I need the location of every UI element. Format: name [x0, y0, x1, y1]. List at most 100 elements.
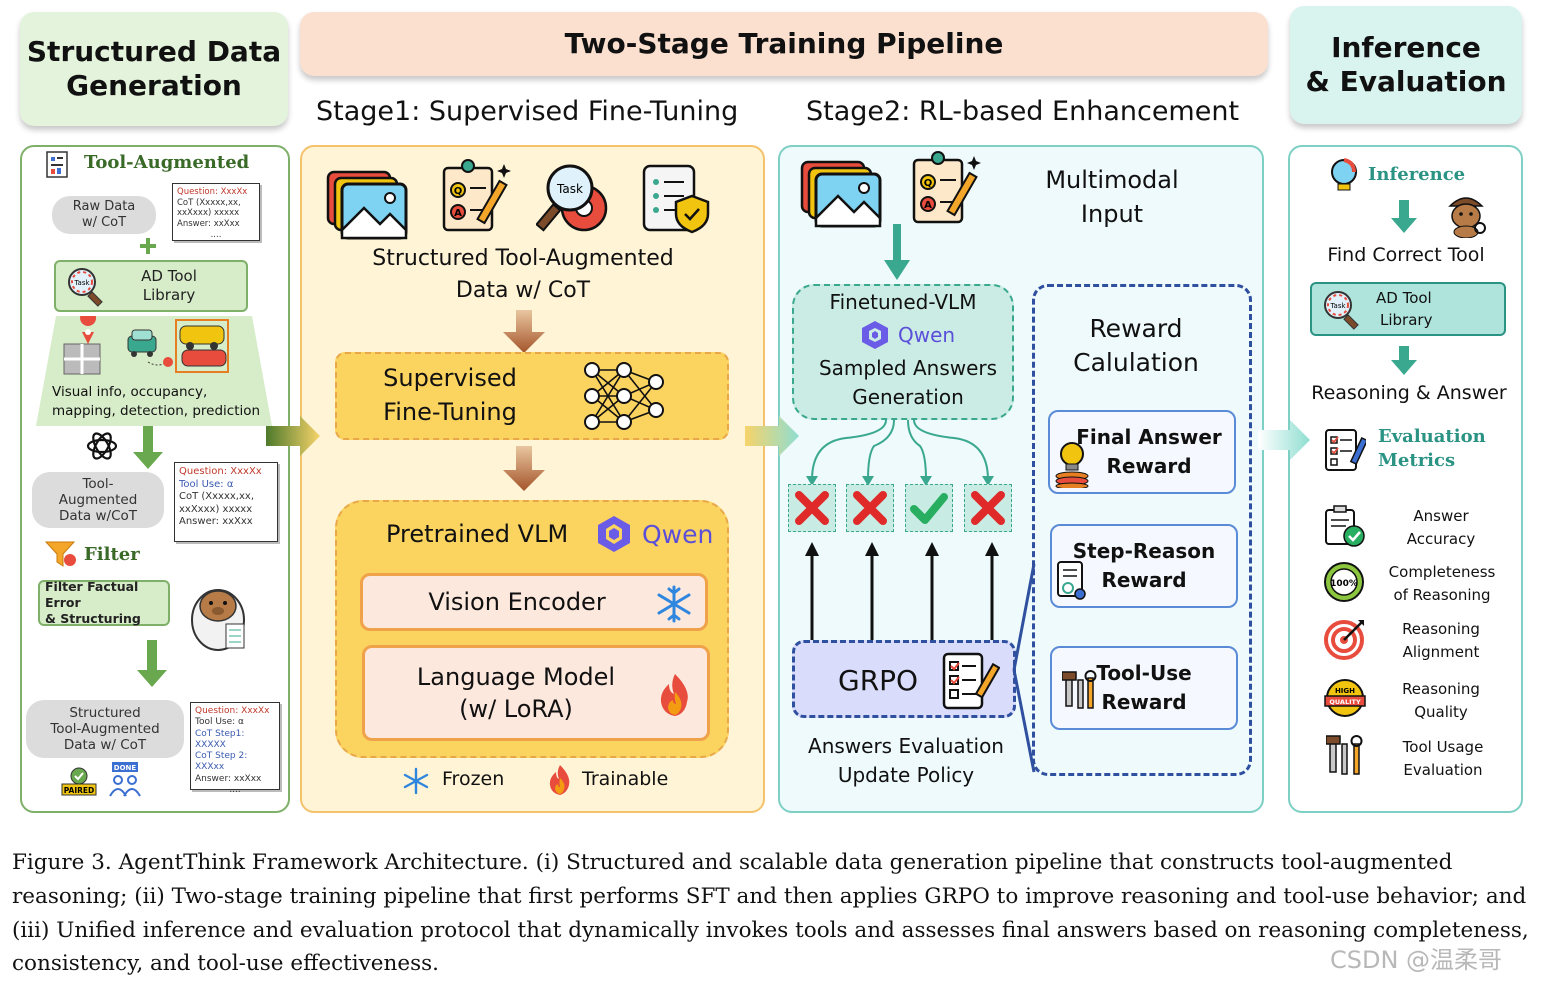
snowflake-icon — [403, 767, 429, 795]
down-arrow-icon — [1391, 200, 1417, 233]
arrow-stage2-to-right — [1258, 420, 1310, 460]
lightbulb-coins-icon — [1055, 442, 1089, 488]
note-line: Tool Use: α — [179, 478, 234, 490]
snowflake-icon — [657, 585, 691, 623]
box-line: (w/ LoRA) — [459, 695, 573, 723]
box-line: Step-Reason — [1072, 539, 1216, 563]
box-line: Vision Encoder — [428, 587, 606, 616]
svg-text:A: A — [924, 200, 932, 211]
down-arrow-icon — [1391, 346, 1417, 375]
note-line: Question: XxxXx — [179, 466, 262, 477]
plus-icon — [140, 238, 156, 254]
finetuned-vlm-label: Finetuned-VLM — [829, 290, 977, 314]
pill-line: Tool- — [82, 475, 114, 492]
header-structured-data-generation: Structured Data Generation — [20, 12, 288, 126]
task-tool-icon: Task — [68, 268, 103, 307]
pill-line: Structured — [69, 704, 141, 721]
stage1-data-label-1: Structured Tool-Augmented — [372, 246, 674, 271]
answer-wrong-3 — [964, 484, 1012, 532]
svg-text:HIGH: HIGH — [1335, 687, 1355, 695]
image-stack-icon — [800, 160, 882, 228]
metric-line: Reasoning — [1402, 620, 1480, 638]
pill-line: Raw Data — [72, 199, 136, 215]
tool-augmented-title: Tool-Augmented — [84, 152, 250, 173]
metric-reasoning-quality: Reasoning Quality — [1378, 678, 1504, 723]
metric-line: Reasoning — [1402, 680, 1480, 698]
answers-eval-1: Answers Evaluation — [808, 734, 1004, 758]
box-line: Reward — [1101, 690, 1187, 714]
pill-line: w/ CoT — [81, 215, 127, 230]
completeness-100-icon: 100% — [1324, 562, 1364, 602]
stage1-data-label-2: Data w/ CoT — [455, 278, 591, 303]
note-line: Answer: xxXxx — [179, 516, 253, 527]
qa-document-icon: Q A — [442, 159, 511, 232]
answer-accuracy-icon — [1325, 505, 1365, 547]
sft-line-1: Supervised — [383, 364, 517, 392]
done-users-icon: DONE — [109, 762, 141, 797]
down-arrow-icon — [503, 446, 545, 491]
metric-answer-accuracy: Answer Accuracy — [1378, 505, 1504, 550]
target-icon — [1324, 620, 1364, 660]
tools-icon — [1062, 670, 1097, 709]
note-line: .... — [210, 229, 222, 240]
metric-line: Quality — [1414, 702, 1468, 721]
task-gear-search-icon: Task — [536, 164, 608, 232]
grpo-up-arrows — [805, 542, 999, 642]
metric-line: Tool Usage — [1402, 738, 1484, 756]
vision-encoder-box: Vision Encoder — [360, 573, 708, 631]
note-line: CoT (Xxxxx,xx, — [177, 197, 241, 208]
note-line: Question: XxxXx — [177, 187, 248, 197]
sampling-arrows — [806, 419, 994, 486]
reward-calculation-box — [1032, 284, 1252, 776]
stage2-title: Stage2: RL-based Enhancement — [806, 96, 1240, 127]
qwen-label-small: Qwen — [898, 323, 956, 347]
sampled-answers-1: Sampled Answers — [818, 356, 998, 380]
evaluation-title-1: Evaluation — [1378, 426, 1486, 447]
reward-title-2: Calulation — [1073, 348, 1199, 377]
reward-title-1: Reward — [1089, 314, 1183, 343]
note-line: CoT Step 2: XXXxx — [195, 751, 248, 773]
svg-text:QUALITY: QUALITY — [1329, 698, 1361, 706]
reasoning-answer: Reasoning & Answer — [1311, 382, 1507, 404]
svg-text:Task: Task — [556, 182, 583, 196]
watermark: CSDN @温柔哥 — [1330, 946, 1503, 974]
visual-info-line-1: Visual info, occupancy, — [52, 384, 208, 400]
answer-wrong-1 — [788, 484, 836, 532]
cross-icon — [971, 491, 1005, 525]
structured-data-pill: Structured Tool-Augmented Data w/ CoT — [26, 700, 184, 758]
svg-text:Task: Task — [73, 279, 90, 287]
cross-icon — [795, 491, 829, 525]
svg-text:100%: 100% — [1330, 579, 1358, 589]
svg-text:PAIRED: PAIRED — [64, 786, 95, 795]
svg-text:Q: Q — [924, 178, 933, 189]
evaluation-checklist-icon — [1325, 429, 1366, 471]
metric-line: Alignment — [1402, 642, 1480, 661]
box-line: Filter Factual Error — [45, 578, 139, 610]
qwen-label: Qwen — [642, 520, 714, 549]
document-chart-icon — [46, 151, 68, 178]
tool-augmented-note: Question: XxxXx Tool Use: α CoT (Xxxxx,x… — [174, 462, 278, 542]
arrow-left-to-stage1 — [266, 416, 320, 456]
sampled-answers-2: Generation — [852, 385, 964, 409]
visual-info-line-2: mapping, detection, prediction — [52, 403, 261, 419]
filter-funnel-icon — [44, 541, 76, 567]
evaluation-title-2: Metrics — [1378, 450, 1456, 471]
pill-line: Tool-Augmented — [50, 720, 160, 737]
header-two-stage-training: Two-Stage Training Pipeline — [300, 12, 1268, 76]
pill-line: Augmented — [58, 491, 138, 508]
qwen-logo-icon — [862, 321, 888, 349]
header-line: Generation — [66, 69, 242, 102]
answers-eval-2: Update Policy — [837, 763, 975, 787]
answer-wrong-2 — [846, 484, 894, 532]
high-quality-badge-icon: HIGH QUALITY — [1324, 679, 1366, 717]
answer-correct — [905, 484, 953, 532]
box-line: Library — [142, 286, 196, 304]
detective-capybara-icon — [1448, 197, 1486, 238]
ad-tool-library-right-2: Library — [1380, 311, 1433, 329]
ad-tool-library-right-1: AD Tool — [1376, 289, 1432, 307]
note-line: xxXxxx) xxxxx — [179, 503, 253, 515]
down-arrow-icon — [133, 426, 163, 469]
figure-caption: Figure 3. AgentThink Framework Architect… — [12, 850, 1529, 977]
metric-reasoning-alignment: Reasoning Alignment — [1378, 618, 1504, 663]
box-line: & Structuring — [45, 611, 141, 627]
